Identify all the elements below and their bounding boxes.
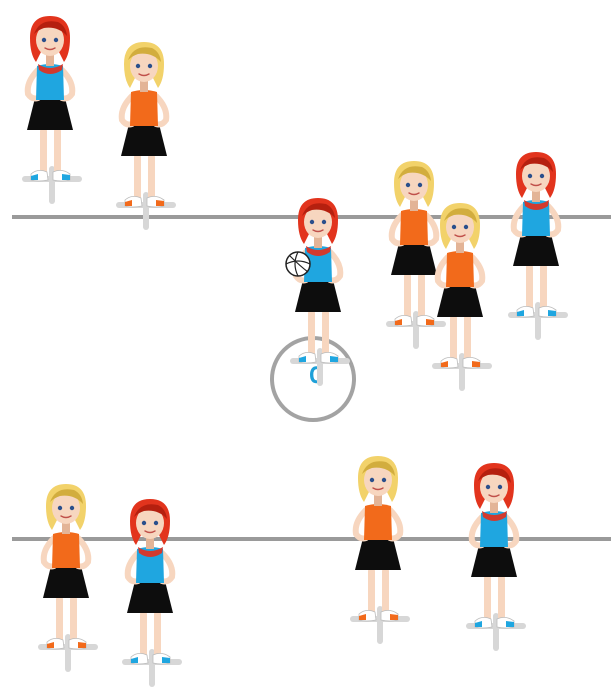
player-head: [474, 463, 514, 509]
player-skirt: [513, 234, 559, 266]
player-head: [30, 16, 70, 62]
position-marker-cross: [38, 634, 98, 672]
player-skirt: [27, 98, 73, 130]
player-skirt: [437, 285, 483, 317]
player-head: [516, 152, 556, 198]
player-skirt: [121, 124, 167, 156]
position-marker-cross: [22, 166, 82, 204]
position-marker-cross: [466, 613, 526, 651]
player-figure: [346, 450, 410, 650]
player-figure: [34, 478, 98, 678]
position-marker-cross: [508, 302, 568, 340]
position-marker-cross: [122, 649, 182, 687]
player-top: [400, 209, 428, 245]
position-marker-cross: [290, 348, 350, 386]
player-top: [364, 504, 392, 540]
player-figure: [118, 493, 182, 693]
player-skirt: [43, 566, 89, 598]
player-figure: [504, 146, 568, 346]
player-top: [130, 90, 158, 126]
player-figure: [18, 10, 82, 210]
player-figure: [112, 36, 176, 236]
player-head: [130, 499, 170, 545]
player-figure: [428, 197, 492, 397]
player-head: [358, 456, 398, 502]
player-head: [46, 484, 86, 530]
player-skirt: [355, 538, 401, 570]
player-skirt: [127, 581, 173, 613]
player-top: [52, 532, 80, 568]
player-top: [446, 251, 474, 287]
position-marker-cross: [432, 353, 492, 391]
player-figure: [462, 457, 526, 657]
player-figure: [286, 192, 350, 392]
netball-ball: [286, 252, 310, 276]
player-head: [440, 203, 480, 249]
player-skirt: [295, 280, 341, 312]
player-head: [124, 42, 164, 88]
player-head: [298, 198, 338, 244]
position-marker-cross: [350, 606, 410, 644]
player-skirt: [471, 545, 517, 577]
position-marker-cross: [116, 192, 176, 230]
